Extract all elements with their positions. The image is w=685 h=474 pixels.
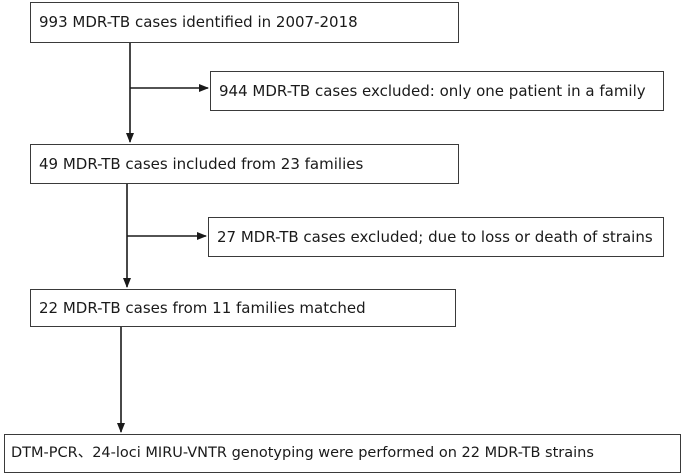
step-genotyping-text: DTM-PCR、24-loci MIRU-VNTR genotyping wer… [11,445,594,462]
step-included-text: 49 MDR-TB cases included from 23 familie… [39,154,364,173]
step-matched-box: 22 MDR-TB cases from 11 families matched [30,289,456,327]
step-included-box: 49 MDR-TB cases included from 23 familie… [30,144,459,184]
step-identified-box: 993 MDR-TB cases identified in 2007-2018 [30,2,459,43]
exclusion-strain-loss-box: 27 MDR-TB cases excluded; due to loss or… [208,217,664,257]
exclusion-strain-loss-text: 27 MDR-TB cases excluded; due to loss or… [217,227,653,246]
step-genotyping-box: DTM-PCR、24-loci MIRU-VNTR genotyping wer… [4,434,681,473]
exclusion-single-patient-box: 944 MDR-TB cases excluded: only one pati… [210,71,664,111]
exclusion-single-patient-text: 944 MDR-TB cases excluded: only one pati… [219,81,646,100]
step-identified-text: 993 MDR-TB cases identified in 2007-2018 [39,13,358,31]
step-matched-text: 22 MDR-TB cases from 11 families matched [39,298,366,317]
